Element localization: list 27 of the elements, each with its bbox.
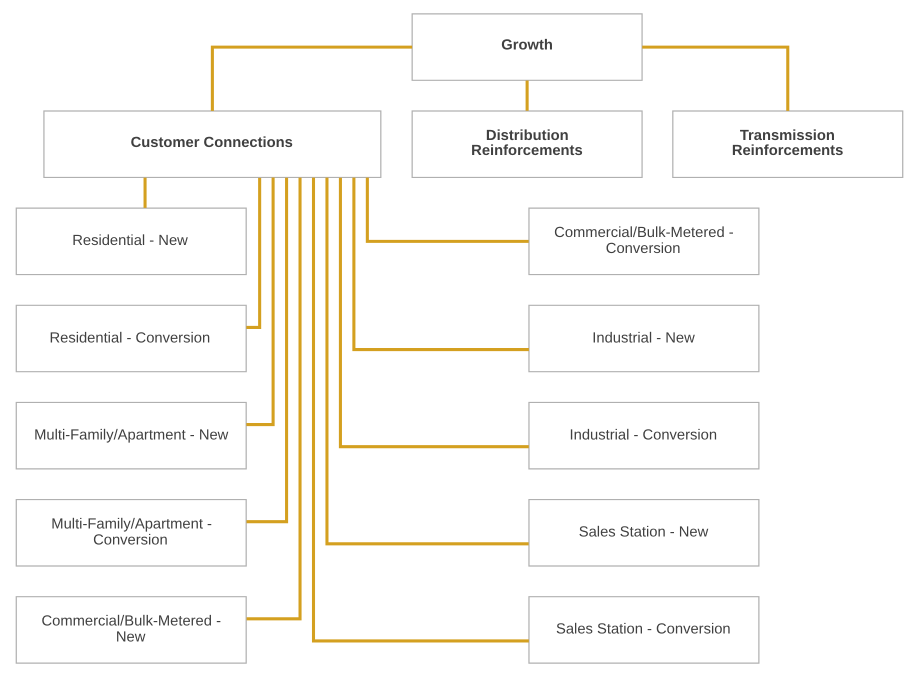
node-box: Residential - New xyxy=(16,207,247,275)
node-box: Industrial - New xyxy=(528,304,760,372)
connector xyxy=(246,177,275,426)
connector xyxy=(338,177,529,448)
connector xyxy=(526,80,529,110)
connector xyxy=(144,177,147,208)
connector xyxy=(210,45,412,110)
connector xyxy=(352,177,529,351)
connector xyxy=(312,177,529,642)
node-box: Multi-Family/Apartment - New xyxy=(16,401,247,469)
connector xyxy=(246,177,288,523)
connector xyxy=(642,45,790,110)
connector xyxy=(246,177,302,620)
node-box: Distribution Reinforcements xyxy=(412,110,643,178)
node-box: Customer Connections xyxy=(43,110,382,178)
node-box: Residential - Conversion xyxy=(16,304,247,372)
node-box: Sales Station - New xyxy=(528,498,760,566)
node-box: Sales Station - Conversion xyxy=(528,596,760,664)
node-box: Commercial/Bulk-Metered - New xyxy=(16,596,247,664)
node-box: Commercial/Bulk-Metered - Conversion xyxy=(528,207,760,275)
node-box: Multi-Family/Apartment - Conversion xyxy=(16,498,247,566)
connector xyxy=(325,177,529,545)
node-box: Growth xyxy=(412,12,643,80)
connector xyxy=(246,177,262,328)
node-box: Transmission Reinforcements xyxy=(672,110,904,178)
connector xyxy=(366,177,529,242)
node-box: Industrial - Conversion xyxy=(528,401,760,469)
